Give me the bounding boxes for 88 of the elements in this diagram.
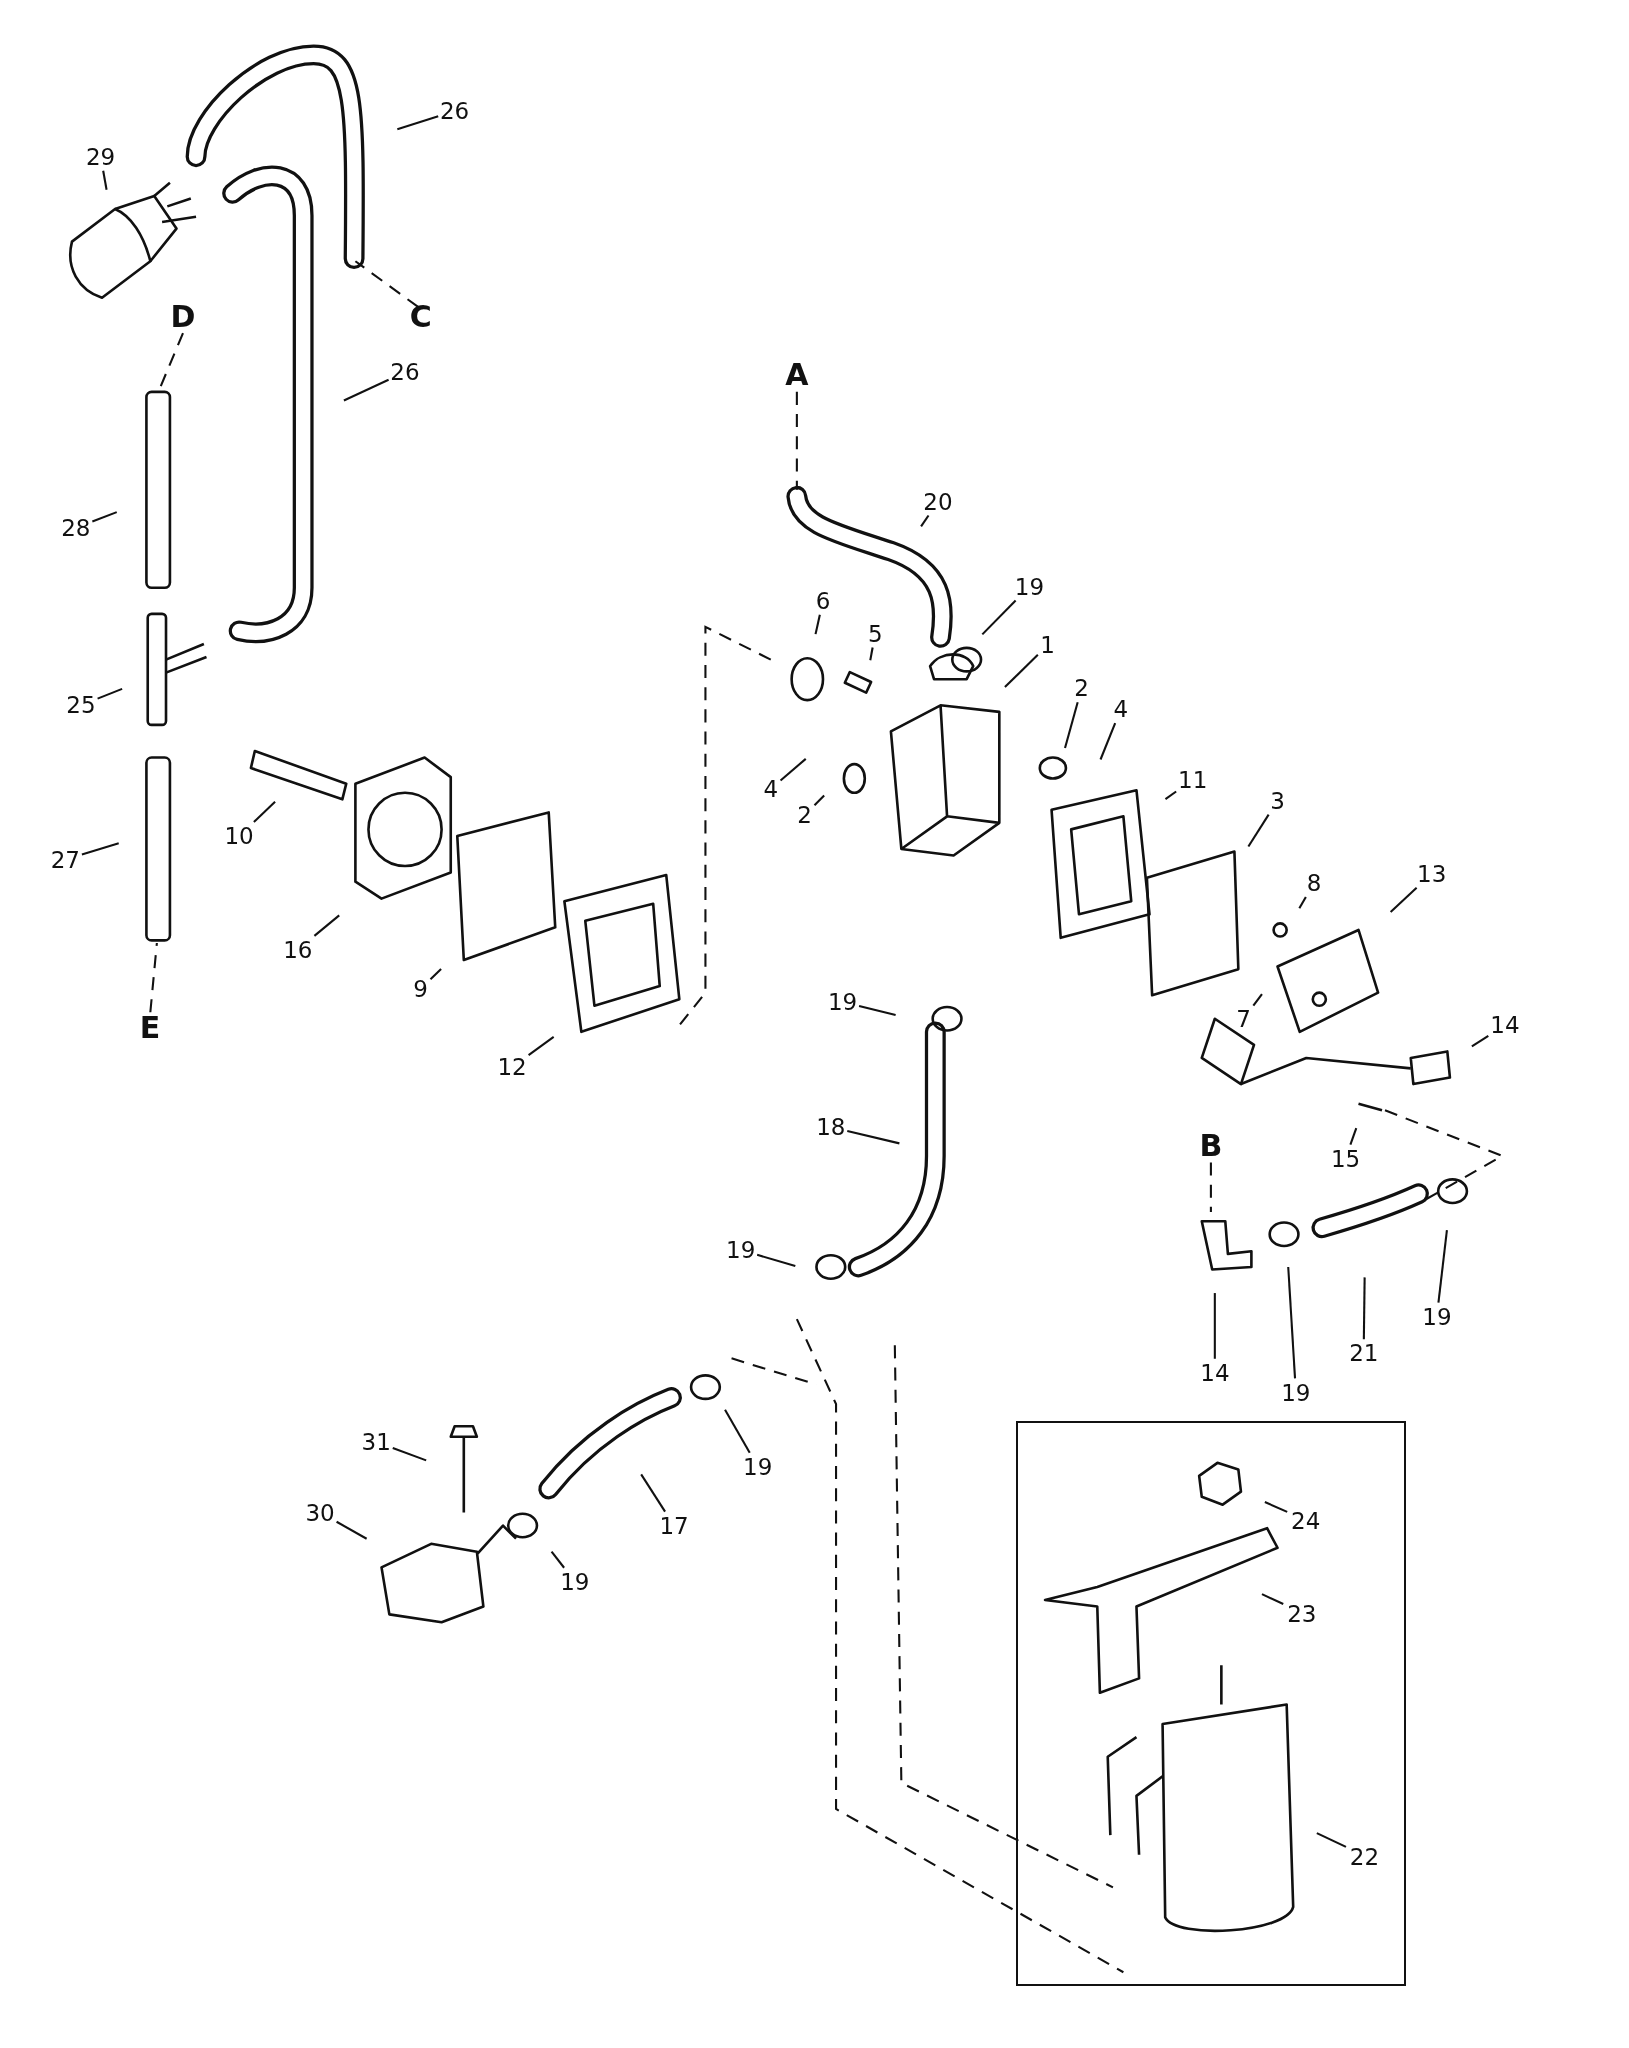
callout-number: 1 [1037, 631, 1058, 660]
callout-number: 9 [410, 974, 431, 1003]
leader-line [847, 1130, 900, 1145]
callout-number: 4 [761, 775, 781, 803]
leader-line [920, 514, 930, 527]
callout-number: 19 [826, 987, 860, 1016]
callout-number: 10 [222, 822, 256, 851]
callout-number: 25 [64, 691, 98, 720]
leader-line [429, 968, 442, 981]
reference-letter: B [1199, 1128, 1223, 1163]
callout-number: 2 [1071, 674, 1092, 703]
callout-number: 19 [724, 1236, 758, 1265]
leader-line [550, 1550, 565, 1569]
callout-number: 15 [1329, 1144, 1362, 1173]
leader-line [1247, 814, 1270, 848]
leader-line [858, 1004, 896, 1016]
leader-line [1316, 1832, 1347, 1848]
leader-line [1213, 1293, 1216, 1359]
callout-number: 31 [359, 1428, 393, 1457]
leader-line [392, 1447, 427, 1462]
leader-line [813, 794, 825, 806]
leader-line [313, 914, 340, 937]
leader-line [1471, 1035, 1489, 1048]
callout-number: 18 [814, 1113, 848, 1142]
callout-number: 20 [921, 487, 955, 516]
leader-line [724, 1409, 751, 1454]
callout-number: 2 [794, 801, 815, 830]
leader-line [1164, 790, 1177, 800]
leader-line [102, 170, 108, 190]
leader-line [869, 647, 874, 661]
reference-letter: A [785, 357, 809, 392]
leader-line [81, 842, 120, 856]
leader-line [97, 687, 123, 700]
callout-number: 3 [1267, 786, 1288, 815]
leader-line [1004, 654, 1039, 688]
callout-number: 17 [657, 1511, 691, 1540]
leader-line [1264, 1501, 1288, 1513]
callout-number: 29 [84, 142, 118, 171]
callout-number: 5 [865, 619, 885, 648]
leader-line [397, 115, 439, 131]
leader-line [640, 1473, 666, 1513]
leader-line [1064, 702, 1079, 749]
callout-number: 6 [813, 586, 833, 615]
callout-number: 7 [1233, 1004, 1254, 1033]
callout-number: 23 [1285, 1600, 1319, 1628]
callout-number: 16 [281, 935, 315, 964]
leader-line [756, 1253, 796, 1268]
callout-number: 19 [1420, 1302, 1454, 1331]
callout-number: 26 [388, 358, 422, 387]
leader-line [527, 1035, 555, 1056]
reference-letter: E [139, 1011, 161, 1046]
callout-number: 14 [1198, 1358, 1232, 1387]
leader-line [1298, 896, 1307, 909]
leader-line [981, 599, 1017, 636]
callout-number: 14 [1488, 1011, 1522, 1040]
leader-line [1389, 887, 1418, 913]
callout-number: 28 [59, 513, 93, 542]
callout-number: 30 [303, 1498, 337, 1527]
leader-line [1362, 1277, 1366, 1340]
callout-number: 26 [438, 97, 472, 126]
callout-number: 21 [1347, 1339, 1381, 1368]
callout-number: 13 [1415, 859, 1449, 888]
callout-number: 11 [1176, 765, 1210, 794]
callout-number: 4 [1111, 695, 1131, 724]
callout-number: 19 [1279, 1378, 1313, 1407]
leader-line [1261, 1593, 1284, 1605]
leader-line [1349, 1127, 1358, 1145]
callout-number: 19 [558, 1567, 592, 1596]
reference-letter: D [170, 300, 196, 335]
leader-line [814, 614, 821, 635]
leader-line [343, 378, 389, 402]
callout-number: 8 [1304, 869, 1324, 898]
callout-number: 27 [48, 845, 82, 874]
leader-line [1437, 1230, 1448, 1303]
callout-number: 24 [1289, 1507, 1323, 1536]
leader-line [1287, 1266, 1297, 1379]
callout-number: 12 [495, 1053, 529, 1082]
frame-box [1016, 1421, 1406, 1986]
leader-line [1252, 993, 1263, 1007]
leader-line [1099, 722, 1117, 760]
leader-line [336, 1520, 368, 1540]
leader-line [253, 800, 276, 823]
callout-number: 19 [1012, 572, 1046, 601]
leader-line [91, 511, 118, 523]
reference-letter: C [409, 300, 432, 335]
callout-number: 19 [741, 1453, 775, 1481]
leader-line [779, 758, 807, 782]
callout-number: 22 [1348, 1843, 1381, 1871]
